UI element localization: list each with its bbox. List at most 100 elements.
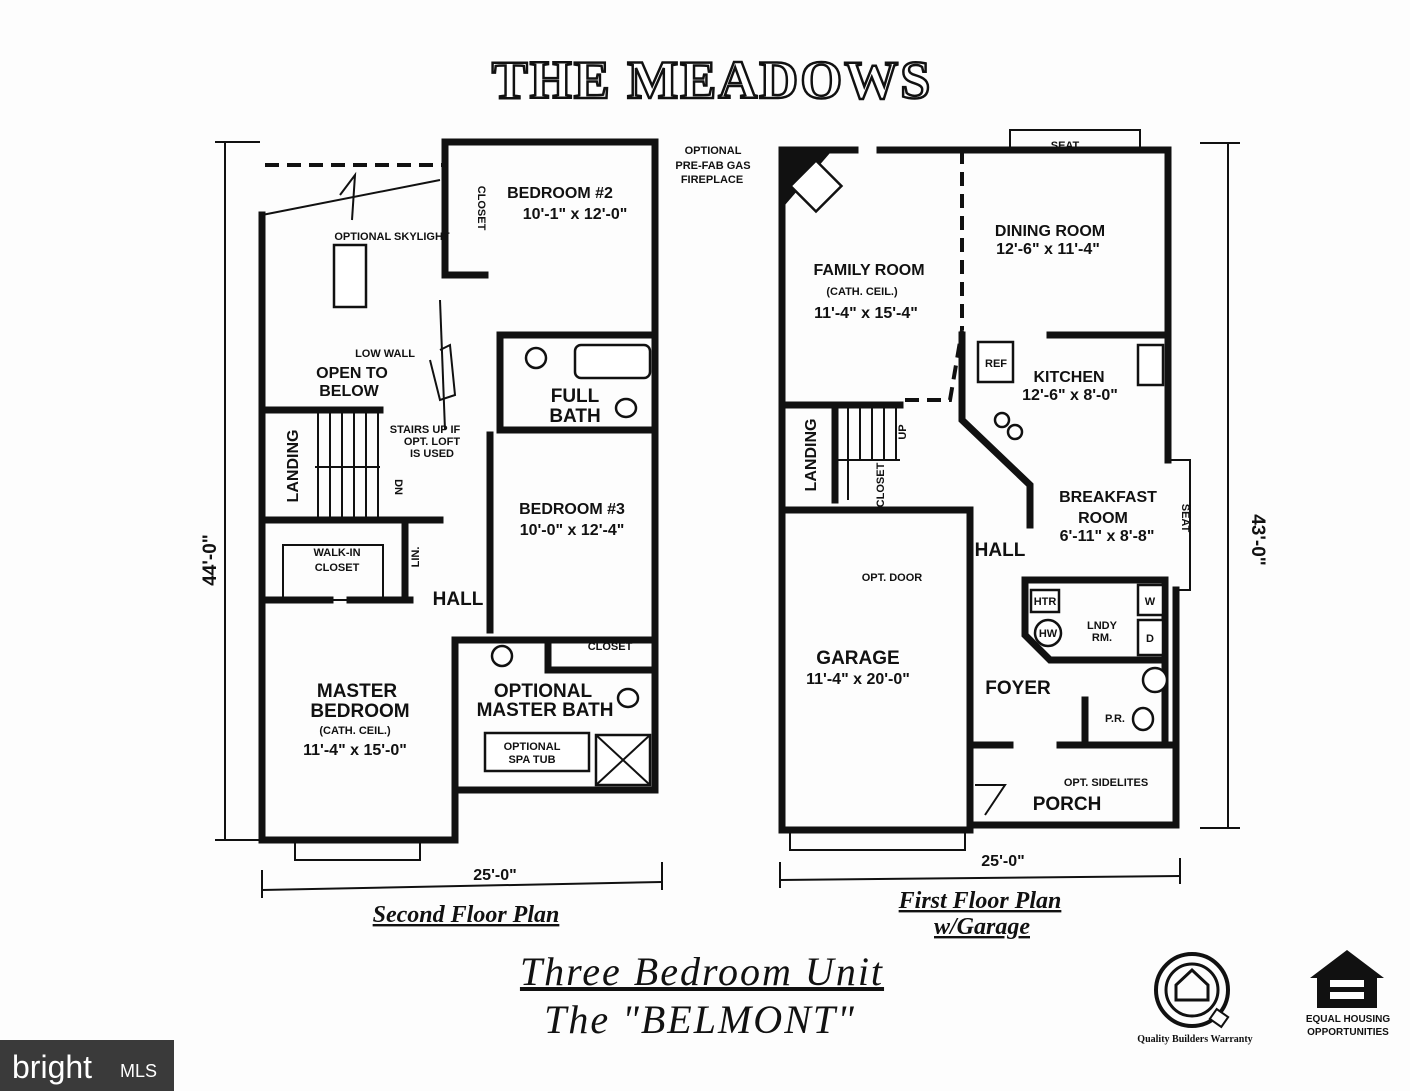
family-room-label: FAMILY ROOM <box>813 262 924 279</box>
bright-logo-text: bright <box>12 1049 92 1085</box>
dining-room-label: DINING ROOM <box>995 223 1105 240</box>
open-to-below-label-2: BELOW <box>319 383 379 400</box>
full-bath-label-2: BATH <box>549 406 600 427</box>
porch-label: PORCH <box>1033 794 1102 815</box>
stairs-note: STAIRS UP IF <box>390 424 461 436</box>
up-label: UP <box>897 424 909 439</box>
bright-mls-watermark: bright MLS <box>0 1040 174 1091</box>
foyer-label: FOYER <box>985 678 1051 699</box>
dining-room-size: 12'-6" x 11'-4" <box>996 241 1100 258</box>
walk-in-closet-label: WALK-IN <box>313 547 360 559</box>
unit-type: Three Bedroom Unit <box>520 949 884 994</box>
hall-label: HALL <box>975 540 1026 561</box>
down-label: DN <box>392 479 404 495</box>
heater-icon <box>1029 588 1061 614</box>
second-floor-caption: Second Floor Plan <box>373 902 560 928</box>
fireplace-label: OPTIONAL <box>685 145 742 157</box>
laundry-label: LNDY <box>1087 620 1118 632</box>
bedroom-3-size: 10'-0" x 12'-4" <box>520 522 625 539</box>
powder-room-label: P.R. <box>1105 713 1125 725</box>
quality-builders-text: Quality Builders Warranty <box>1137 1034 1252 1045</box>
refrigerator-icon <box>976 340 1015 384</box>
equal-housing-logo: EQUAL HOUSING OPPORTUNITIES <box>1306 950 1390 1038</box>
landing-label: LANDING <box>285 430 302 503</box>
closet-label: CLOSET <box>875 462 887 507</box>
second-floor-depth: 44'-0" <box>200 534 221 586</box>
garage-size: 11'-4" x 20'-0" <box>806 671 910 688</box>
full-bath-label: FULL <box>551 386 600 407</box>
refrigerator-label: REF <box>985 358 1007 370</box>
low-wall-label: LOW WALL <box>355 348 415 360</box>
breakfast-room-size: 6'-11" x 8'-8" <box>1060 528 1155 545</box>
closet-label: CLOSET <box>475 186 487 231</box>
first-floor-caption: First Floor Plan <box>898 888 1062 914</box>
garage-label: GARAGE <box>816 648 899 669</box>
first-floor-walls <box>778 129 1191 851</box>
dryer-icon <box>1136 618 1165 657</box>
washer-icon <box>1136 583 1165 617</box>
heater-label: HTR <box>1034 596 1057 608</box>
toilet-icon <box>616 687 640 709</box>
unit-model: The "BELMONT" <box>544 997 856 1042</box>
hall-label: HALL <box>433 589 484 610</box>
sheet-title: THE MEADOWS <box>492 50 933 110</box>
first-floor-width: 25'-0" <box>981 853 1024 870</box>
master-bedroom-label: MASTER <box>317 681 398 702</box>
bedroom-3-label: BEDROOM #3 <box>519 501 625 518</box>
fireplace-label-2: PRE-FAB GAS <box>675 160 750 172</box>
water-heater-label: HW <box>1039 628 1058 640</box>
sink-icon <box>1141 666 1169 694</box>
spa-tub-label-2: SPA TUB <box>508 754 555 766</box>
breakfast-room-label-2: ROOM <box>1078 510 1128 527</box>
quality-builders-warranty-logo: Quality Builders Warranty <box>1137 952 1253 1045</box>
dryer-label: D <box>1146 633 1154 645</box>
second-floor-width: 25'-0" <box>473 867 516 884</box>
bedroom-2-label: BEDROOM #2 <box>507 185 613 202</box>
sidelites-label: OPT. SIDELITES <box>1064 777 1148 789</box>
laundry-label-2: RM. <box>1092 632 1112 644</box>
second-floor-labels: BEDROOM #2 10'-1" x 12'-0" CLOSET OPTION… <box>285 185 633 766</box>
landing-label: LANDING <box>803 419 820 492</box>
family-room-ceiling: (CATH. CEIL.) <box>826 286 898 298</box>
master-bedroom-ceiling: (CATH. CEIL.) <box>319 725 391 737</box>
stairs-note-3: IS USED <box>410 448 454 460</box>
seat-label: SEAT <box>1051 140 1080 152</box>
first-floor-plan: OPTIONAL PRE-FAB GAS FIREPLACE SEAT FAMI… <box>675 129 1268 940</box>
skylight-icon <box>332 243 368 309</box>
kitchen-label: KITCHEN <box>1033 369 1104 386</box>
toilet-icon <box>614 397 638 419</box>
kitchen-sink-icon <box>1136 343 1165 387</box>
breakfast-room-label: BREAKFAST <box>1059 489 1157 506</box>
walk-in-closet-box <box>282 544 384 601</box>
second-floor-plan: BEDROOM #2 10'-1" x 12'-0" CLOSET OPTION… <box>200 138 663 928</box>
master-bath-label: OPTIONAL <box>494 681 593 702</box>
kitchen-size: 12'-6" x 8'-0" <box>1022 387 1118 404</box>
stairs-note-2: OPT. LOFT <box>404 436 461 448</box>
stove-icon <box>1006 423 1024 441</box>
open-to-below-label: OPEN TO <box>316 365 388 382</box>
master-bedroom-label-2: BEDROOM <box>310 701 409 722</box>
spa-tub-label: OPTIONAL <box>504 741 561 753</box>
skylight-label: OPTIONAL SKYLIGHT <box>334 231 450 243</box>
first-floor-fixtures <box>785 153 1169 732</box>
bathtub-icon <box>573 343 652 380</box>
first-floor-dimensions: 43'-0" 25'-0" <box>779 142 1268 888</box>
closet-label-2: CLOSET <box>588 641 633 653</box>
sink-icon <box>490 644 514 668</box>
seat-label-side: SEAT <box>1179 504 1191 533</box>
fireplace-label-3: FIREPLACE <box>681 174 743 186</box>
master-bath-label-2: MASTER BATH <box>477 700 614 721</box>
first-floor-labels: OPTIONAL PRE-FAB GAS FIREPLACE SEAT FAMI… <box>675 140 1191 815</box>
master-bedroom-size: 11'-4" x 15'-0" <box>303 742 407 759</box>
first-floor-stairs <box>835 408 900 500</box>
second-floor-dimensions: 44'-0" 25'-0" <box>200 141 663 898</box>
first-floor-caption-2: w/Garage <box>934 914 1030 940</box>
linen-label: LIN. <box>410 547 422 568</box>
water-heater-icon <box>1033 618 1063 648</box>
equal-housing-text-2: OPPORTUNITIES <box>1307 1027 1389 1038</box>
family-room-size: 11'-4" x 15'-4" <box>814 305 918 322</box>
washer-label: W <box>1145 596 1156 608</box>
toilet-icon <box>1131 706 1155 732</box>
